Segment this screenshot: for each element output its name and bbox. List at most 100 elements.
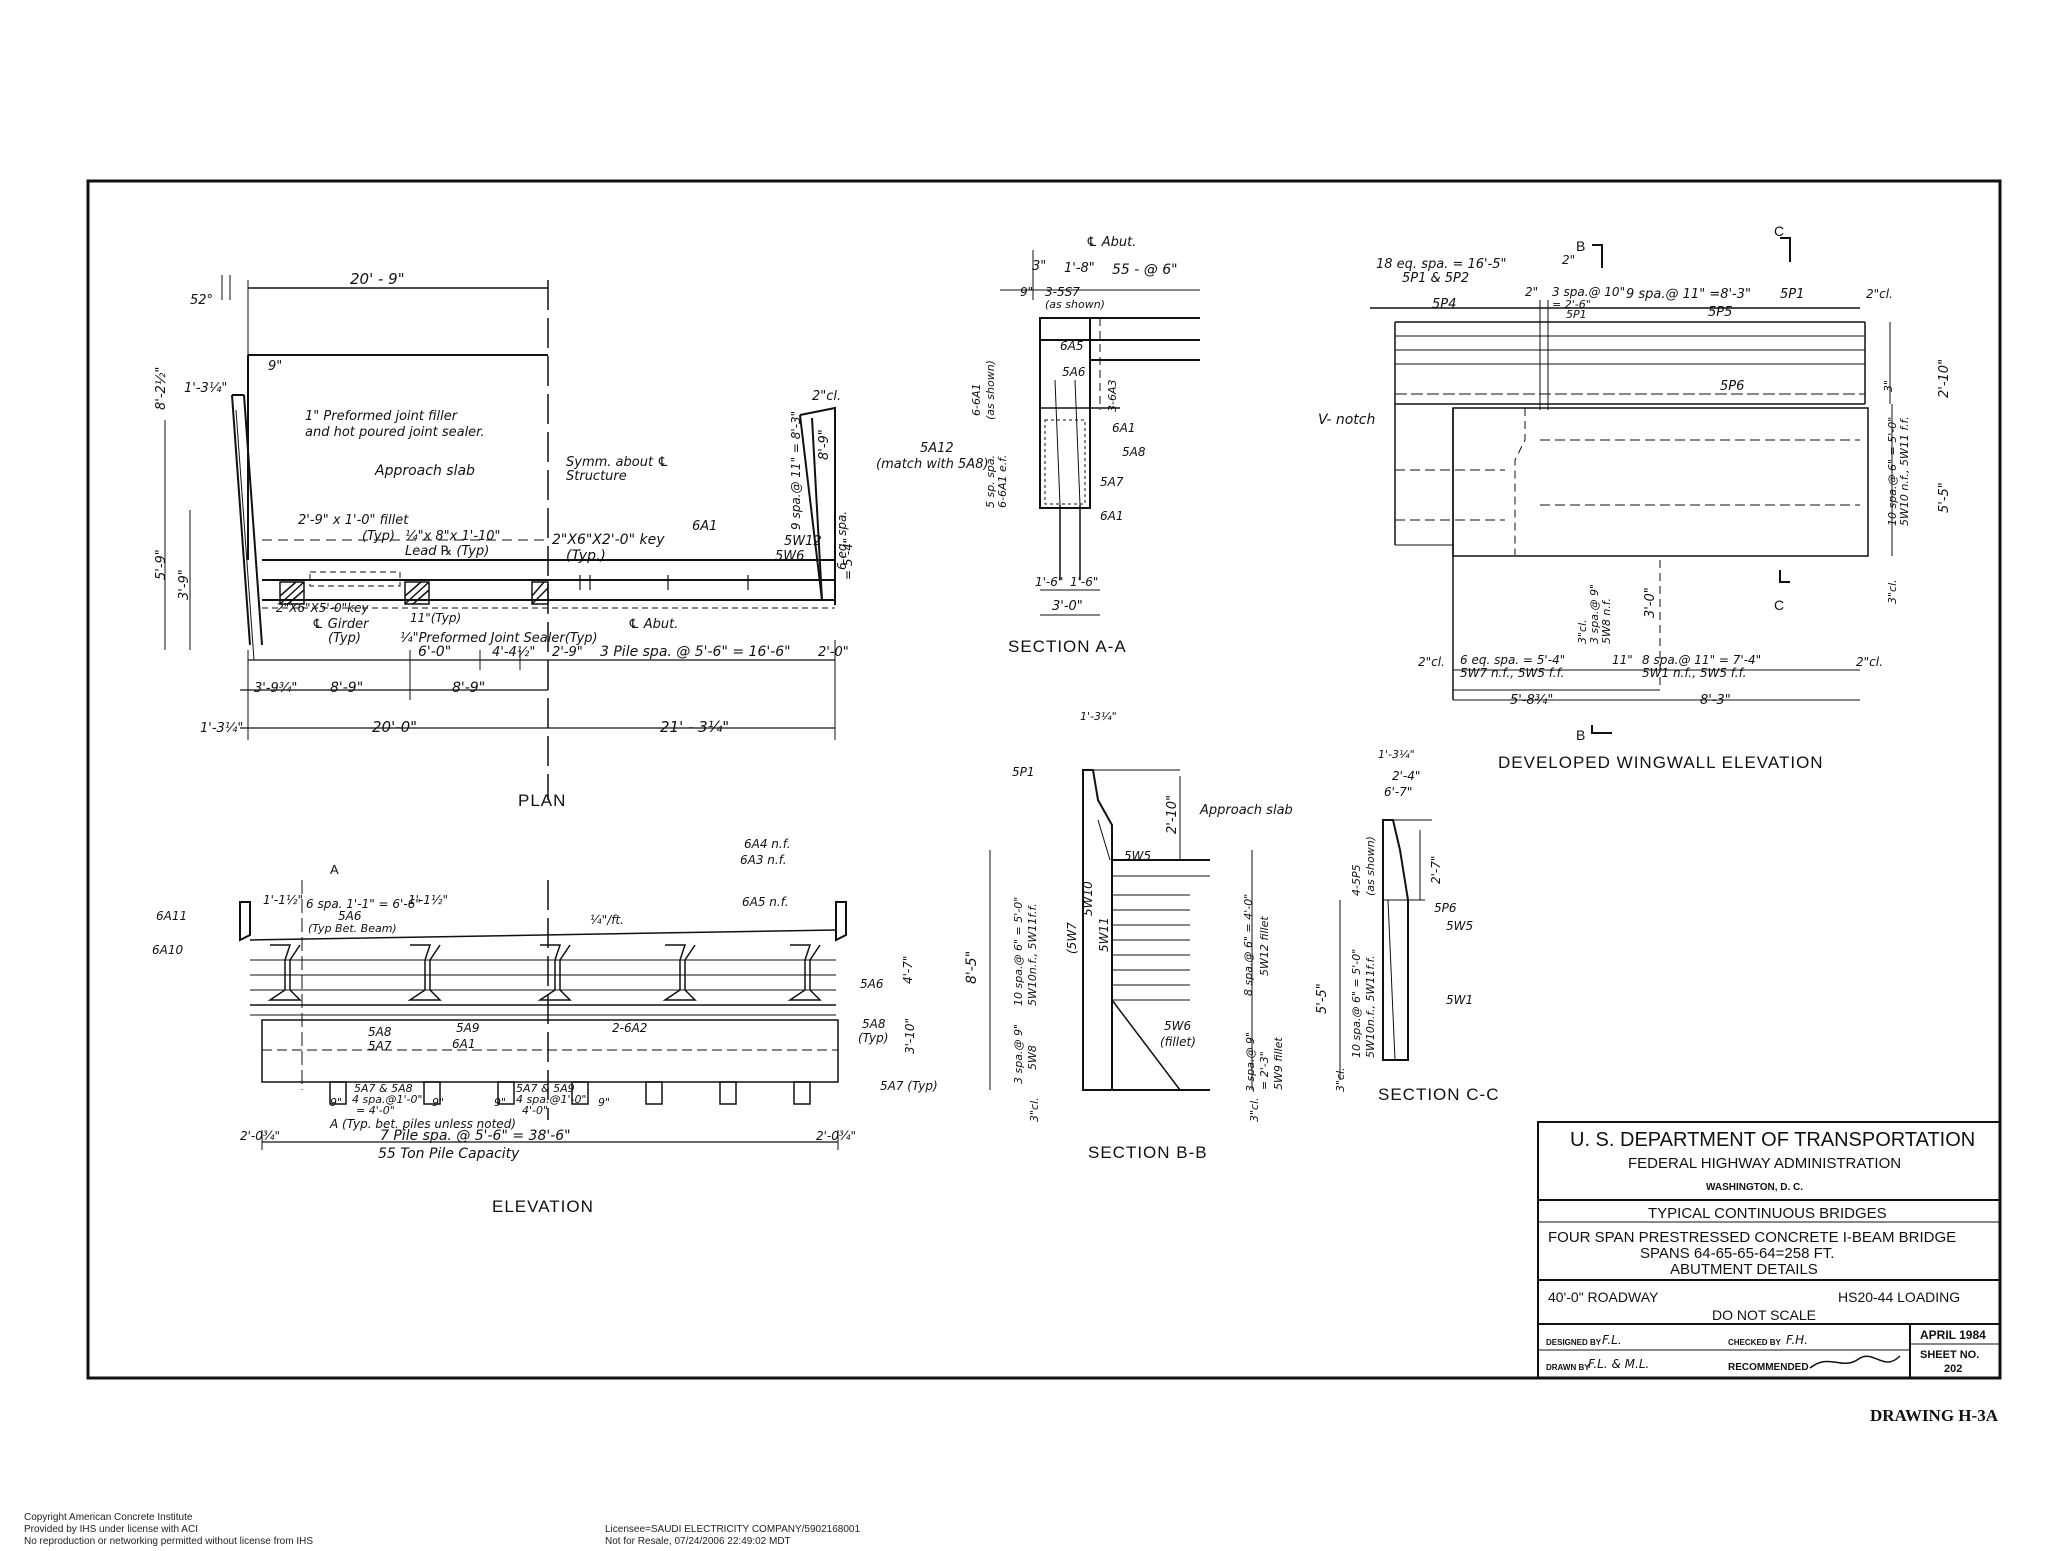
el-5a6: 5A6 [338,909,362,923]
bb-c3b: 3"cl. [1248,1097,1261,1122]
bb-c3a: 3"cl. [1028,1097,1041,1122]
cc-v4: 5W10n.f., 5W11f.f. [1364,955,1377,1058]
plan-dim-top: 20' - 9" [350,270,405,288]
ww-c2cl: 2"cl. [1866,287,1893,301]
tb-recommended-label: RECOMMENDED [1728,1362,1809,1373]
el-5a7e2: 5A7 & 5A9 [516,1082,575,1095]
ww-s6eq: 6 eq. spa. = 5'-4" [1460,653,1565,667]
ww-d3-0: 3'-0" [1643,587,1658,618]
aa-v3: 3-6A3 [1106,380,1119,413]
plan-spa: 9 spa.@ 11" = 8'-3" [789,411,803,530]
plan-lead: ¼"x 8"x 1'-10" [405,529,501,544]
el-d9a: 9" [330,1096,342,1109]
bb-d1-3: 1'-3¼" [1080,710,1117,723]
bb-5w11: 5W11 [1097,917,1111,952]
el-d2-0b: 2'-0¾" [816,1129,856,1143]
ww-c2: C [1774,597,1784,613]
aa-d1-8: 1'-8" [1064,261,1095,276]
cc-5w5: 5W5 [1446,919,1473,933]
el-5a8r: 5A8 [862,1017,886,1031]
aa-abut: ℄ Abut. [1086,235,1136,250]
cc-v2: (as shown) [1364,836,1377,896]
plan-d20-0: 20'-0" [372,718,417,736]
plan-d3-9: 3'-9¾" [254,681,297,696]
section-aa-view [1000,250,1200,616]
plan-eq2: = 5'-4" [841,538,855,580]
el-d9c: 9" [494,1096,506,1109]
ww-d2a: 2" [1562,253,1575,267]
aa-shown: (as shown) [1045,298,1105,311]
el-d1-1a: 1'-1½" [263,893,303,907]
footer-mid-1: Licensee=SAUDI ELECTRICITY COMPANY/59021… [605,1524,861,1535]
aa-5a7: 5A7 [1100,475,1124,489]
tb-date: APRIL 1984 [1920,1328,1986,1342]
aa-d9: 9" [1020,285,1033,299]
section-cc-labels: 1'-3¼" 2'-4" 6'-7" 4-5P5 (as shown) 2'-7… [1315,748,1500,1104]
plan-d21-3: 21' - 3¼" [660,718,729,736]
tb-drawn: F.L. & M.L. [1588,1357,1649,1371]
plan-5w6: 5W6 [775,549,804,564]
ww-v1: 10 spa.@ 6" = 5'-0" [1886,417,1899,526]
tb-loading: HS20-44 LOADING [1838,1289,1960,1305]
tb-sheet-label: SHEET NO. [1920,1349,1979,1361]
plan-skew: 52° [190,293,213,308]
el-6a4: 6A4 n.f. [744,837,791,851]
aa-d1-6b: 1'-6" [1070,575,1098,589]
elevation-view [239,880,847,1150]
bb-v5: 8 spa.@ 6" = 4'-0" [1242,894,1255,996]
bb-v2: 5W10n.f., 5W11f.f. [1026,903,1039,1006]
el-5a7typ: 5A7 (Typ) [880,1079,938,1093]
plan-symm2: Structure [566,469,627,484]
el-2-6a2: 2-6A2 [612,1021,647,1035]
bb-v7: 3 spa.@ 9" [1244,1032,1257,1092]
bb-v8: = 2'-3" [1258,1051,1271,1090]
ww-c2cla: 2"cl. [1418,655,1445,669]
plan-approach: Approach slab [374,463,475,479]
bb-5w10: 5W10 [1081,881,1095,916]
ww-5p5: 5P5 [1708,305,1732,320]
el-a: A [330,862,339,877]
ww-s8spa: 8 spa.@ 11" = 7'-4" [1642,653,1761,667]
el-slope: ¼"/ft. [590,913,624,927]
el-d9d: 9" [598,1096,610,1109]
aa-d3: 3" [1032,259,1046,274]
recommended-signature [1809,1355,1901,1369]
aa-match: (match with 5A8) [876,457,989,472]
el-spa4v: = 4'-0" [356,1104,395,1117]
section-cc-title: SECTION C-C [1378,1085,1500,1104]
wingwall-labels: B C B C 18 eq. spa. = 16'-5" 5P1 & 5P2 2… [1318,223,1952,772]
el-6a1: 6A1 [452,1037,475,1051]
el-typ: (Typ) [858,1031,888,1045]
tb-sheet: 202 [1944,1363,1962,1375]
wingwall-view [1370,237,1893,734]
plan-eq: 6 eq. spa. [835,511,849,570]
ww-d5-5: 5'-5" [1937,482,1952,513]
tb-line1: FOUR SPAN PRESTRESSED CONCRETE I-BEAM BR… [1548,1229,1956,1246]
ww-c1: C [1774,223,1784,239]
plan-d1: 1'-3¼" [184,381,227,396]
aa-6a1b: 6A1 [1100,509,1123,523]
bb-v6: 5W12 fillet [1258,916,1271,976]
el-typbet: (Typ Bet. Beam) [308,922,397,935]
plan-joint2: and hot poured joint sealer. [305,425,484,440]
plan-lead2: Lead ℞ (Typ) [405,544,489,559]
drawing-border [86,179,2002,1380]
plan-symm: Symm. about ℄ [566,455,669,470]
plan-typ: (Typ) [362,529,395,544]
ww-vnotch: V- notch [1318,412,1375,428]
plan-6a1: 6A1 [692,519,717,534]
ww-b1: B [1576,238,1585,254]
ww-d11: 11" [1612,653,1633,667]
el-spa4bv: 4'-0" [522,1104,548,1117]
bb-5w6: 5W6 [1164,1019,1192,1033]
ww-v5: 5W8 n.f. [1600,598,1613,644]
aa-s557: 3-5S7 [1045,285,1080,299]
ww-d2-10: 2'-10" [1937,359,1952,398]
bb-5w7: (5W7 [1065,922,1079,954]
cc-v3: 10 spa.@ 6" = 5'-0" [1350,949,1363,1058]
ww-s8spa2: 5W1 n.f., 5W5 f.f. [1642,666,1746,680]
ww-s3spa: 3 spa.@ 10" [1552,285,1625,299]
bb-v1: 10 spa.@ 6" = 5'-0" [1012,897,1025,1006]
ww-s3spa2: = 2'-6" [1552,298,1591,311]
plan-5w12: 5W12 [784,534,822,549]
